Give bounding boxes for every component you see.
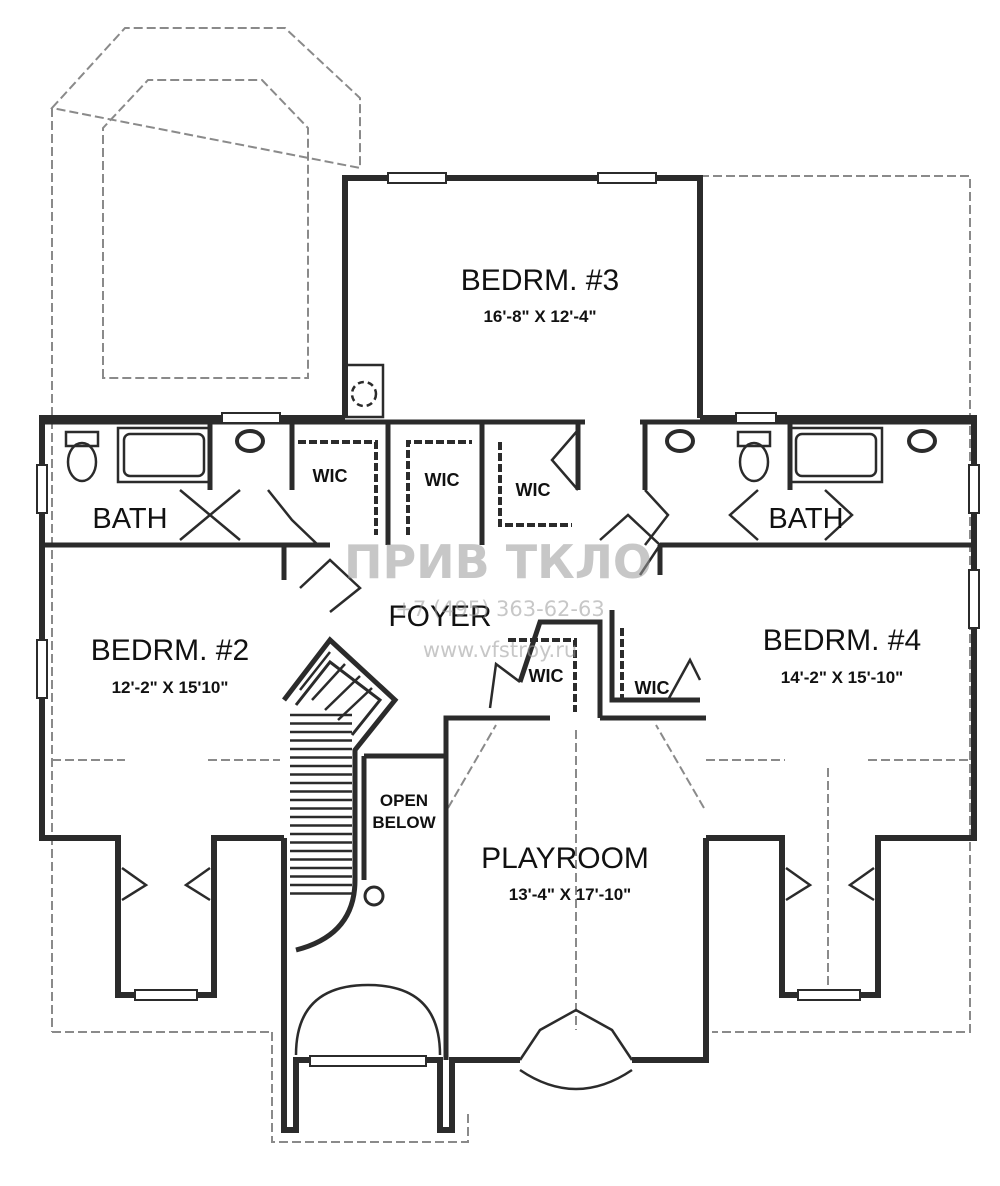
stair-tread-winder — [337, 687, 373, 721]
door-bedroom2-closet-right — [183, 866, 211, 902]
toilet-bowl-left — [66, 441, 98, 483]
door-bath-left-2 — [208, 489, 241, 541]
room-labels: BEDRM. #3 16'-8" X 12'-4" BEDRM. #2 12'-… — [91, 264, 921, 904]
wic4-shelf — [508, 638, 577, 712]
wic-label-4: WIC — [529, 666, 564, 686]
wic-label-1: WIC — [313, 466, 348, 486]
playroom-dims: 13'-4" X 17'-10" — [509, 885, 632, 904]
stair-tread-winder — [311, 663, 346, 701]
roof-outline-inner-bay — [102, 79, 309, 379]
foyer-arch — [294, 983, 442, 1056]
window-bedroom3-right — [597, 172, 657, 184]
window-bedroom2-bay — [134, 989, 198, 1001]
door-bedroom2-closet-left — [121, 866, 149, 902]
stair-outer-wall — [282, 636, 399, 953]
staircase — [282, 636, 399, 953]
window-bedroom3-left — [387, 172, 447, 184]
sink-left — [235, 429, 265, 453]
wall-wic-center — [517, 619, 603, 718]
hvac-unit — [350, 380, 378, 408]
stair-treads — [290, 651, 373, 895]
roof-hip-playroom-1 — [447, 724, 497, 809]
doors — [121, 429, 875, 1091]
toilet-tank-left — [64, 430, 100, 448]
stair-tread-winder — [324, 675, 361, 711]
bath-fixtures — [64, 363, 937, 484]
door-right-bath-entry — [644, 489, 670, 546]
foyer-label: FOYER — [388, 600, 491, 633]
window-left-side-2 — [36, 639, 48, 699]
wall-playroom-top — [443, 715, 550, 1060]
door-wic5 — [666, 657, 702, 701]
door-bath-left — [179, 489, 212, 541]
bedroom2-name: BEDRM. #2 — [91, 634, 249, 667]
closet-shelving — [298, 440, 690, 712]
stair-tread-winder — [299, 651, 331, 691]
window-foyer-front — [309, 1055, 427, 1067]
bedroom3-name: BEDRM. #3 — [461, 264, 619, 297]
wic3-shelf — [498, 442, 572, 527]
wic5-shelf — [620, 628, 690, 702]
door-bedroom4-closet-right — [847, 866, 875, 902]
window-left-side-1 — [36, 464, 48, 514]
open-below-line-1: OPEN — [380, 791, 428, 810]
bath-left-label: BATH — [92, 503, 167, 535]
watermark-phone: +7 (495) 363-62-63 — [395, 597, 604, 621]
bedroom4-dims: 14'-2" X 15'-10" — [781, 668, 904, 687]
wic2-shelf — [406, 440, 472, 535]
playroom-front-wall — [632, 838, 709, 1063]
door-bath-right-2 — [728, 489, 759, 541]
bedroom4-name: BEDRM. #4 — [763, 624, 921, 657]
left-wing-wall — [39, 415, 345, 998]
window-right-side-2 — [968, 569, 980, 629]
door-foyer-right — [599, 513, 662, 576]
bathtub-right — [788, 426, 884, 484]
wall-wic-right — [609, 610, 700, 703]
windows — [36, 172, 980, 1067]
window-bedroom4-bay — [797, 989, 861, 1001]
door-playroom-bay-arc — [519, 1068, 633, 1091]
wic1-shelf — [298, 440, 378, 535]
sink-right-2 — [907, 429, 937, 453]
bath-right-label: BATH — [768, 503, 843, 535]
watermark-logo: ПРИВ ТКЛО — [344, 535, 652, 589]
wic-label-5: WIC — [635, 678, 670, 698]
bedroom2-dims: 12'-2" X 15'10" — [112, 678, 229, 697]
roof-outline-left-bay — [50, 27, 361, 170]
hvac-closet — [343, 363, 385, 419]
door-wic4 — [488, 661, 521, 709]
door-foyer-left — [299, 558, 362, 613]
window-bath-left — [221, 412, 281, 424]
roof-outline-front — [271, 1032, 469, 1143]
bedroom3-dims: 16'-8" X 12'-4" — [483, 307, 596, 326]
watermark: ПРИВ ТКЛО +7 (495) 363-62-63 www.vfstroy… — [344, 535, 652, 662]
wic-label-2: WIC — [425, 470, 460, 490]
toilet-tank-right — [736, 430, 772, 448]
playroom-name: PLAYROOM — [481, 842, 649, 875]
sink-right-1 — [665, 429, 695, 453]
door-wic1 — [267, 489, 319, 546]
door-wic3 — [550, 429, 579, 491]
toilet-bowl-right — [738, 441, 770, 483]
door-bedroom4-closet-left — [785, 866, 813, 902]
bathtub-left — [116, 426, 212, 484]
bathtub-inner-right — [794, 432, 878, 478]
center-front-wall — [281, 838, 520, 1133]
bedroom3-walls — [342, 175, 703, 418]
roof-hip-playroom-2 — [655, 724, 705, 809]
bathtub-inner-left — [122, 432, 206, 478]
door-bath-right — [824, 489, 854, 541]
door-playroom-bay — [518, 1008, 634, 1061]
window-right-side-1 — [968, 464, 980, 514]
wic-label-3: WIC — [516, 480, 551, 500]
roof-outline-right — [700, 175, 971, 1033]
stair-newel — [363, 885, 385, 907]
window-bath-right — [735, 412, 777, 424]
open-below-line-2: BELOW — [372, 813, 436, 832]
watermark-url: www.vfstroy.ru — [423, 638, 577, 662]
